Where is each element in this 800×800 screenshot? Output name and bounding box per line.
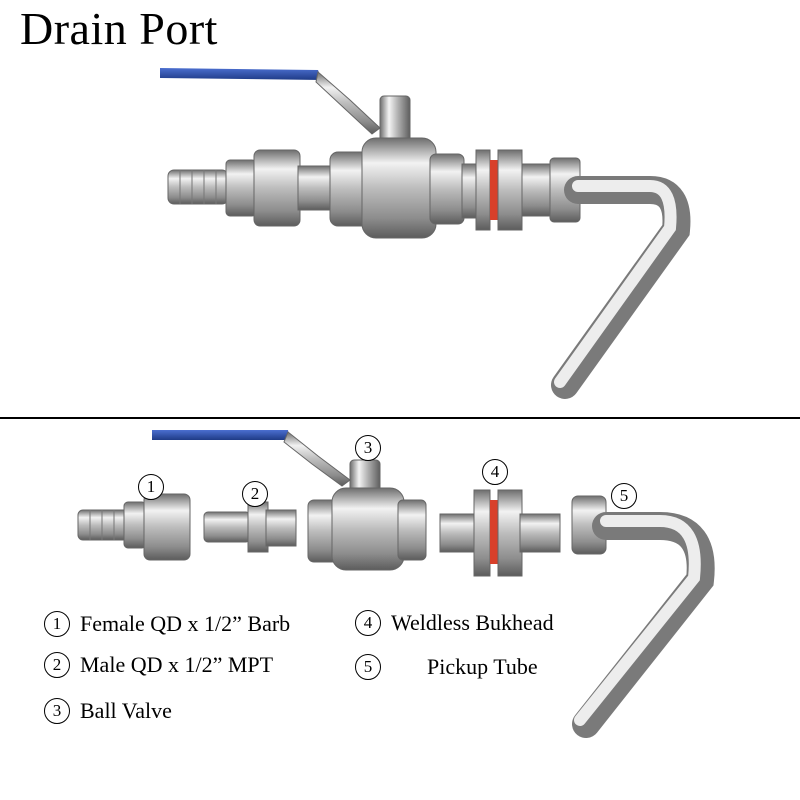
female-qd: [253, 149, 301, 227]
callout-3: 3: [355, 435, 381, 461]
section-divider: [0, 417, 800, 419]
callout-4: 4: [482, 459, 508, 485]
hose-barb: [167, 169, 229, 205]
part-male-qd: [203, 511, 251, 543]
ball-valve: [361, 137, 437, 239]
exploded-parts: [77, 430, 715, 738]
page-title: Drain Port: [20, 3, 218, 54]
callout-1: 1: [138, 474, 164, 500]
valve-handle: [160, 68, 322, 80]
bulkhead: [497, 149, 523, 231]
part-female-qd: [143, 493, 191, 561]
assembled-drain-port: [160, 68, 691, 399]
callout-2: 2: [242, 481, 268, 507]
part-bulkhead: [497, 489, 523, 577]
callout-5: 5: [611, 483, 637, 509]
part-ball-valve: [331, 487, 405, 571]
